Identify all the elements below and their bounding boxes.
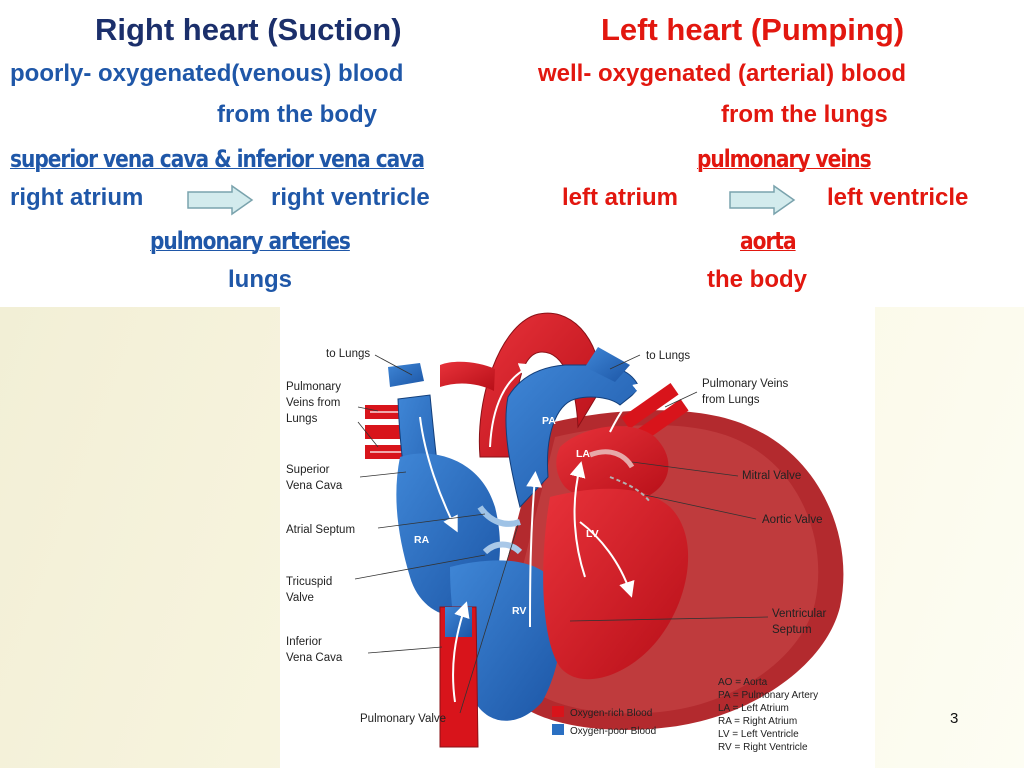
- left-heart-destination: the body: [707, 266, 807, 293]
- mitral-valve: [589, 449, 635, 469]
- right-heart-vessels-in: superior vena cava & inferior vena cava: [10, 145, 425, 173]
- right-heart-title: Right heart (Suction): [95, 12, 402, 47]
- right-heart-chamber-to: right ventricle: [271, 184, 430, 211]
- chamber-rv: RV: [512, 605, 526, 617]
- label-tricuspid-2: Valve: [286, 592, 314, 604]
- flow-arrows: [419, 363, 650, 703]
- chamber-pa: PA: [542, 415, 556, 427]
- heart-illustration: AO PA LA RA LV RV to Lungs Pulmonary Vei…: [286, 312, 844, 753]
- label-superior-vena-cava-1: Superior: [286, 464, 330, 476]
- key-la: LA = Left Atrium: [718, 703, 789, 714]
- chamber-lv: LV: [586, 528, 599, 540]
- label-ventricular-septum-2: Septum: [772, 624, 812, 636]
- key-ra: RA = Right Atrium: [718, 716, 797, 727]
- label-superior-vena-cava-2: Vena Cava: [286, 480, 343, 492]
- left-heart-chamber-to: left ventricle: [827, 184, 969, 211]
- left-atrium-wall: [556, 426, 669, 502]
- label-pulmonary-veins-right-1: Pulmonary Veins: [702, 378, 789, 390]
- left-heart-flow-arrow: [729, 184, 796, 216]
- label-to-lungs-right: to Lungs: [646, 350, 690, 362]
- label-inferior-vena-cava-2: Vena Cava: [286, 652, 343, 664]
- right-heart-destination: lungs: [228, 266, 292, 293]
- legend-oxygen-rich: Oxygen-rich Blood: [570, 708, 652, 719]
- aortic-valve: [609, 476, 651, 503]
- right-heart-vessel-out: pulmonary arteries: [150, 227, 351, 255]
- label-pulmonary-veins-right-2: from Lungs: [702, 394, 760, 406]
- label-atrial-septum: Atrial Septum: [286, 524, 355, 536]
- label-pulmonary-valve: Pulmonary Valve: [360, 713, 446, 725]
- right-heart-flow-arrow: [187, 184, 254, 216]
- chamber-ao: AO: [458, 406, 474, 418]
- leader-lines: [354, 354, 769, 714]
- chamber-la: LA: [576, 448, 590, 460]
- left-heart-chamber-from: left atrium: [562, 184, 679, 211]
- left-heart-source: from the lungs: [721, 101, 888, 128]
- blood-legend: Oxygen-rich Blood Oxygen-poor Blood: [552, 706, 656, 737]
- label-ventricular-septum-1: Ventricular: [772, 608, 827, 620]
- page-number: 3: [950, 710, 959, 727]
- heart-diagram: AO PA LA RA LV RV to Lungs Pulmonary Vei…: [280, 307, 875, 768]
- label-mitral-valve: Mitral Valve: [742, 470, 801, 482]
- right-heart-chamber-from: right atrium: [10, 184, 144, 211]
- left-ventricle-wall: [543, 488, 689, 680]
- right-heart-source: from the body: [217, 101, 377, 128]
- label-pulmonary-veins-left-1: Pulmonary: [286, 381, 341, 393]
- label-to-lungs-left: to Lungs: [326, 348, 370, 360]
- key-pa: PA = Pulmonary Artery: [718, 690, 818, 701]
- right-heart-blood-type: poorly- oxygenated(venous) blood: [10, 60, 404, 87]
- legend-swatch-oxygen-poor: [552, 724, 564, 735]
- abbreviation-key: AO = Aorta PA = Pulmonary Artery LA = Le…: [718, 677, 818, 753]
- left-heart-vessel-out: aorta: [740, 227, 797, 255]
- left-heart-vessels-in: pulmonary veins: [697, 145, 872, 173]
- key-lv: LV = Left Ventricle: [718, 729, 799, 740]
- legend-oxygen-poor: Oxygen-poor Blood: [570, 726, 656, 737]
- label-tricuspid-1: Tricuspid: [286, 576, 332, 588]
- label-aortic-valve: Aortic Valve: [762, 514, 823, 526]
- key-ao: AO = Aorta: [718, 677, 768, 688]
- tricuspid-valve: [482, 541, 523, 555]
- left-heart-title: Left heart (Pumping): [601, 12, 905, 47]
- left-heart-blood-type: well- oxygenated (arterial) blood: [538, 60, 907, 87]
- atrial-septum: [477, 505, 521, 527]
- key-rv: RV = Right Ventricle: [718, 742, 808, 753]
- right-ventricle-wall: [450, 560, 562, 721]
- label-pulmonary-veins-left-2: Veins from: [286, 397, 340, 409]
- label-inferior-vena-cava-1: Inferior: [286, 636, 322, 648]
- chamber-ra: RA: [414, 534, 430, 546]
- legend-swatch-oxygen-rich: [552, 706, 564, 717]
- label-pulmonary-veins-left-3: Lungs: [286, 413, 318, 425]
